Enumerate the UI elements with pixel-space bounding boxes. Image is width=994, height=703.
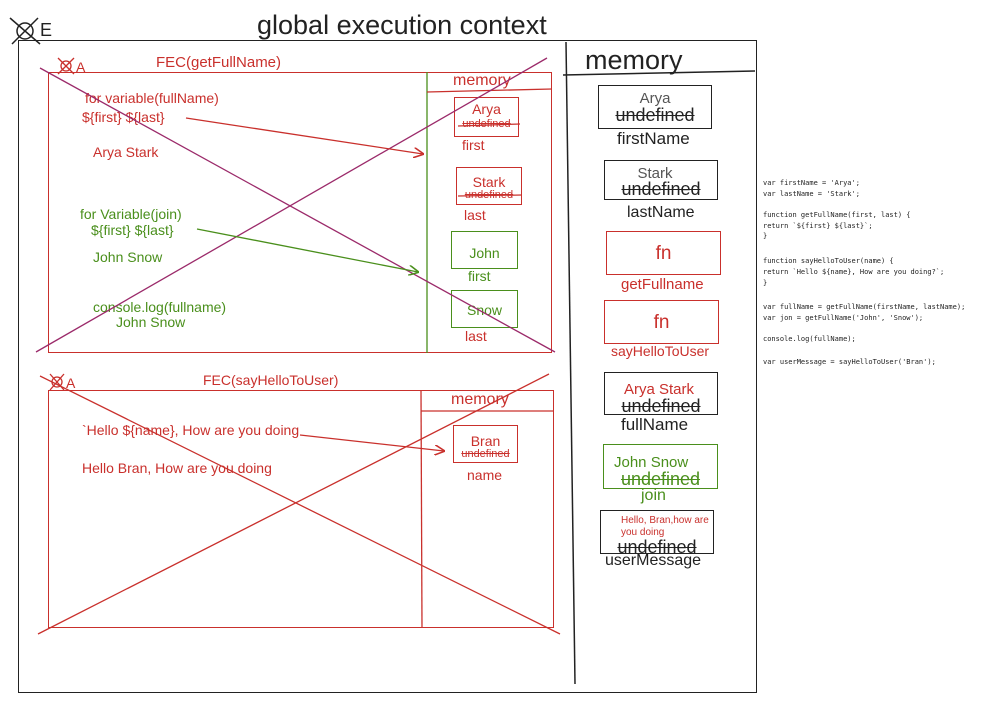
gec-cell-firstname-label: firstName: [617, 129, 690, 148]
gec-marker: E: [40, 20, 53, 40]
fec1-memory-title: memory: [453, 72, 511, 89]
fec2-title: FEC(sayHelloToUser): [203, 372, 339, 388]
code-line: var userMessage = sayHelloToUser('Bran')…: [763, 358, 936, 366]
fec1-note-join-template: ${first} ${last}: [91, 222, 174, 238]
fec1-cell-last: Stark undefined: [456, 167, 522, 205]
gec-memory-title: memory: [585, 45, 683, 75]
fec2-marker: A: [66, 375, 76, 391]
fec2-note-result: Hello Bran, How are you doing: [82, 460, 272, 476]
code-line: function sayHelloToUser(name) {: [763, 257, 894, 265]
fec1-cell-john: John: [451, 231, 518, 269]
gec-cell-lastname-label: lastName: [627, 204, 695, 221]
fec1-note-result: Arya Stark: [93, 144, 159, 160]
fec2-memory-title: memory: [451, 391, 509, 408]
fec1-note-console-result: John Snow: [116, 314, 186, 330]
fec2-cell-name-label: name: [467, 467, 503, 483]
fec1-cell-snow-label: last: [465, 328, 487, 344]
gec-cell-join-label: join: [641, 487, 666, 504]
gec-cell-usermessage: Hello, Bran,how are you doing undefined: [600, 510, 714, 556]
fec1-cell-first-label: first: [462, 137, 485, 153]
gec-cell-sayhello-label: sayHelloToUser: [611, 343, 710, 359]
fec2-cell-name: Bran undefined: [453, 425, 518, 463]
gec-cell-join: John Snow undefined: [603, 444, 718, 489]
fec2-note-template: `Hello ${name}, How are you doing: [82, 422, 300, 438]
code-line: function getFullName(first, last) {: [763, 211, 911, 219]
gec-cell-usermessage-label: userMessage: [605, 552, 702, 569]
code-line: var lastName = 'Stark';: [763, 190, 860, 198]
fec1-note-join-result: John Snow: [93, 249, 163, 265]
gec-cell-fullname: Arya Stark undefined: [604, 372, 718, 415]
fec1-marker: A: [76, 59, 86, 75]
fec1-cell-first: Arya undefined: [454, 97, 519, 137]
gec-frame: [18, 40, 757, 693]
code-line: var firstName = 'Arya';: [763, 179, 860, 187]
fec1-title: FEC(getFullName): [156, 54, 282, 71]
fec1-note-console: console.log(fullname): [93, 299, 227, 315]
fec1-note-template: ${first} ${last}: [82, 109, 165, 125]
code-line: }: [763, 279, 768, 287]
code-line: return `${first} ${last}`;: [763, 222, 873, 230]
gec-cell-firstname: Arya undefined: [598, 85, 712, 129]
code-line: var fullName = getFullName(firstName, la…: [763, 303, 966, 311]
gec-cell-getfullname-label: getFullname: [621, 276, 704, 293]
fec1-cell-john-label: first: [468, 268, 491, 284]
code-line: console.log(fullName);: [763, 335, 856, 343]
gec-cell-getfullname: fn: [606, 231, 721, 275]
fec1-note-join: for Variable(join): [80, 206, 182, 222]
fec1-cell-snow: Snow: [451, 290, 518, 328]
fec1-note-var: for variable(fullName): [85, 90, 219, 106]
fec1-cell-last-label: last: [464, 207, 486, 223]
gec-cell-fullname-label: fullName: [621, 415, 689, 434]
code-line: return `Hello ${name}, How are you doing…: [763, 268, 945, 276]
code-line: var jon = getFullName('John', 'Snow');: [763, 314, 924, 322]
gec-cell-lastname: Stark undefined: [604, 160, 718, 200]
gec-title: global execution context: [257, 10, 547, 40]
code-line: }: [763, 232, 768, 240]
gec-cell-sayhello: fn: [604, 300, 719, 344]
